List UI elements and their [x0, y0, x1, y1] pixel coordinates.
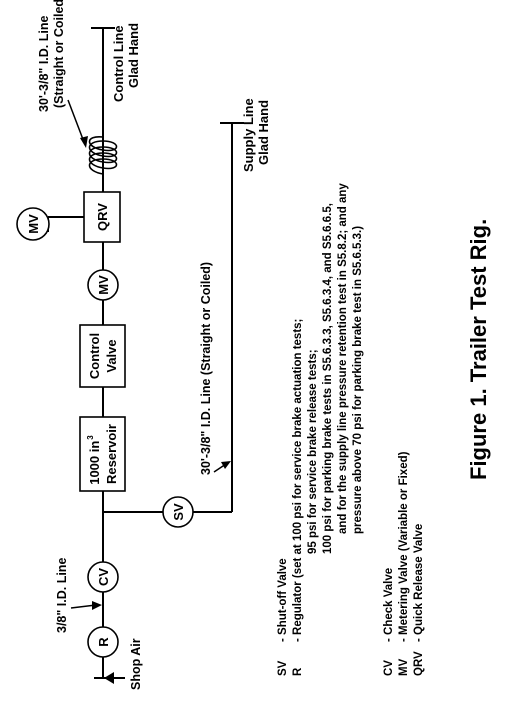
line-38-pointer	[70, 604, 97, 609]
legend-text-r-2: 95 psi for service brake release tests;	[307, 349, 319, 554]
supply-glad-label-1: Supply Line	[241, 98, 256, 172]
check-valve-label: CV	[96, 568, 111, 586]
legend: SV - Shut-off Valve R - Regulator (set a…	[277, 183, 425, 676]
shutoff-valve-label: SV	[171, 503, 186, 521]
shutoff-valve-symbol	[162, 496, 194, 528]
metering-valve-inline-symbol	[87, 269, 119, 301]
legend-text-r-5: pressure above 70 psi for parking brake …	[352, 226, 364, 534]
coiled-hose-symbol	[88, 136, 118, 175]
reservoir-label-1: 1000 in3	[86, 435, 102, 485]
control-valve-box	[79, 324, 126, 388]
legend-text-sv: - Shut-off Valve	[277, 558, 289, 642]
legend-abbr-mv: MV	[398, 658, 410, 676]
regulator-symbol	[87, 626, 119, 658]
control-glad-label-1: Control Line	[111, 25, 126, 102]
legend-text-cv: - Check Valve	[383, 568, 395, 642]
legend-text-r-4: and for the supply line pressure retenti…	[337, 183, 349, 534]
quick-release-valve-label: QRV	[95, 203, 110, 231]
check-valve-symbol	[87, 561, 119, 593]
metering-valve-inline-label: MV	[96, 275, 111, 295]
regulator-label: R	[96, 637, 111, 647]
legend-abbr-sv: SV	[277, 660, 289, 676]
legend-text-mv: - Metering Valve (Variable or Fixed)	[398, 451, 410, 642]
reservoir-capacity: 1000 in	[87, 441, 102, 485]
legend-text-r-3: 100 psi for parking brake tests in S5.6.…	[322, 203, 334, 554]
legend-abbr-r: R	[292, 667, 304, 676]
legend-text-qrv: - Quick Release Valve	[413, 524, 425, 642]
control-valve-label-2: Valve	[104, 339, 119, 372]
legend-abbr-qrv: QRV	[413, 651, 425, 676]
rotated-figure: Shop Air R CV 3/8" I.D. Line SV 30'-3/8"…	[16, 0, 491, 690]
control-hose-label-1: 30'-3/8" I.D. Line	[37, 16, 51, 112]
control-valve-label-1: Control	[87, 333, 102, 379]
legend-text-r-1: - Regulator (set at 100 psi for service …	[292, 319, 304, 642]
supply-glad-label-2: Glad Hand	[256, 100, 271, 165]
control-hose-label-2: (Straight or Coiled)	[52, 0, 66, 108]
metering-valve-branch-symbol	[16, 207, 50, 241]
control-hose-pointer-head	[80, 136, 88, 148]
reservoir-box	[79, 416, 126, 492]
metering-valve-branch-label: MV	[26, 214, 41, 234]
supply-hose-pointer-head	[221, 461, 231, 469]
line-38-pointer-head	[92, 601, 102, 610]
figure-title: Figure 1. Trailer Test Rig.	[466, 219, 491, 480]
line-38-label: 3/8" I.D. Line	[55, 558, 69, 633]
legend-abbr-cv: CV	[383, 660, 395, 676]
reservoir-unit-superscript: 3	[86, 435, 95, 440]
reservoir-label-2: Reservoir	[104, 424, 119, 484]
control-hose-pointer	[67, 99, 85, 143]
control-glad-label-2: Glad Hand	[126, 23, 141, 88]
shop-air-label: Shop Air	[129, 638, 143, 690]
shop-air-arrow-head	[104, 672, 114, 684]
supply-hose-label: 30'-3/8" I.D. Line (Straight or Coiled)	[199, 262, 213, 475]
